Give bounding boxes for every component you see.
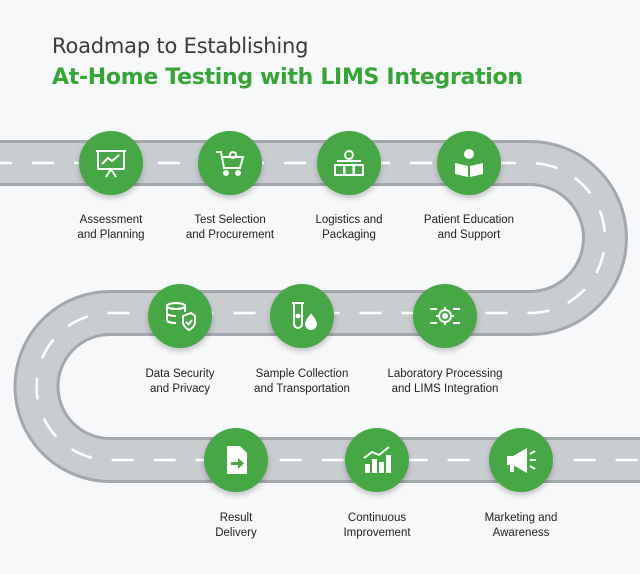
- step-marketing-node: [489, 428, 553, 492]
- step-laboratory-node: [413, 284, 477, 348]
- step-assessment-node: [79, 131, 143, 195]
- database-shield-icon: [166, 302, 196, 332]
- step-logistics-node: [317, 131, 381, 195]
- document-arrow-icon: [227, 446, 247, 474]
- step-result-delivery-node: [204, 428, 268, 492]
- bar-chart-growth-icon: [363, 446, 391, 473]
- title-line-2: At-Home Testing with LIMS Integration: [52, 65, 523, 90]
- presentation-board-icon: [96, 150, 126, 178]
- step-patient-education-node: [437, 131, 501, 195]
- step-continuous-improvement-node: [345, 428, 409, 492]
- gear-network-icon: [430, 307, 460, 325]
- packages-gear-icon: [334, 150, 364, 176]
- shopping-cart-gear-icon: [216, 151, 245, 176]
- title-line-1: Roadmap to Establishing: [52, 34, 309, 58]
- step-sample-collection-node: [270, 284, 334, 348]
- test-tube-drop-icon: [292, 302, 318, 330]
- step-test-selection-node: [198, 131, 262, 195]
- step-data-security-node: [148, 284, 212, 348]
- reader-book-icon: [455, 149, 483, 177]
- megaphone-icon: [507, 448, 536, 473]
